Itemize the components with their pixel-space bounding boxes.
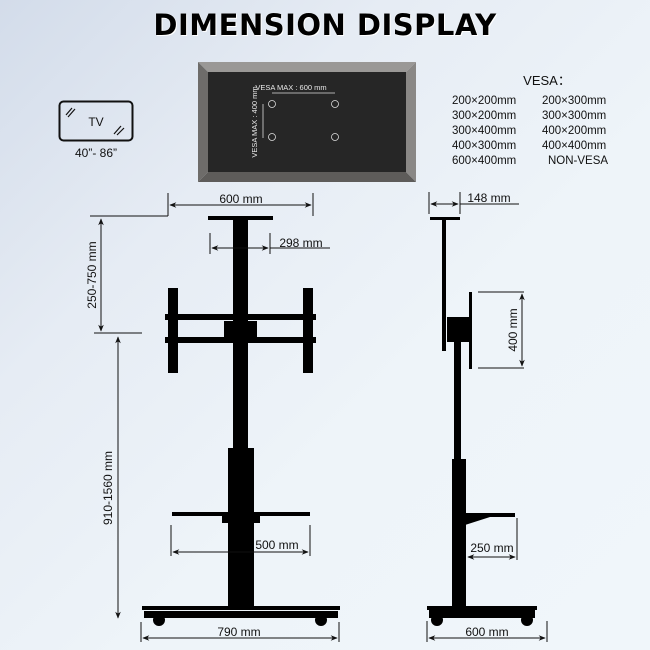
bracket-height-label: 400 mm [506,308,520,351]
base-depth-label: 600 mm [465,625,508,639]
vesa-size: 400×300mm [452,140,517,152]
page-title: DIMENSION DISPLAY [153,8,497,42]
mount-hole [331,133,339,141]
tv-icon: TV 40”- 86” [58,100,134,160]
front-view-dimensions [90,193,340,642]
vesa-size: 400×200mm [542,125,607,137]
shelf-width-label: 500 mm [255,538,298,552]
vesa-size: 300×400mm [452,125,517,137]
vesa-size: 400×400mm [542,140,607,152]
vesa-size: NON-VESA [548,155,609,167]
vesa-title: VESA： [523,73,571,88]
vesa-compatibility-list: VESA： 200×200mm 200×300mm 300×200mm 300×… [452,70,632,168]
total-height-label: 910-1560 mm [101,451,115,525]
vesa-max-horizontal-label: VESA MAX : 600 mm [255,83,326,92]
base-width-label: 790 mm [217,625,260,639]
vesa-size: 200×300mm [542,95,607,107]
head-width-label: 298 mm [279,236,322,250]
shelf-depth-label: 250 mm [470,541,513,555]
vesa-max-vertical-label: VESA MAX : 400 mm [250,86,259,157]
vesa-mount-panel: VESA MAX : 600 mm VESA MAX : 400 mm [198,62,416,182]
mount-height-label: 250-750 mm [85,241,99,308]
vesa-size: 300×300mm [542,110,607,122]
tv-size-range: 40”- 86” [75,146,117,160]
vesa-size: 600×400mm [452,155,517,167]
mount-hole [331,100,339,108]
vesa-size: 300×200mm [452,110,517,122]
vesa-size: 200×200mm [452,95,517,107]
side-view-dimensions [426,192,548,642]
top-width-label: 600 mm [219,192,262,206]
side-view-stand [427,217,537,626]
tv-label: TV [88,115,103,129]
mount-hole [268,133,276,141]
front-view-stand [142,216,340,626]
top-depth-label: 148 mm [467,191,510,205]
mount-hole [268,100,276,108]
